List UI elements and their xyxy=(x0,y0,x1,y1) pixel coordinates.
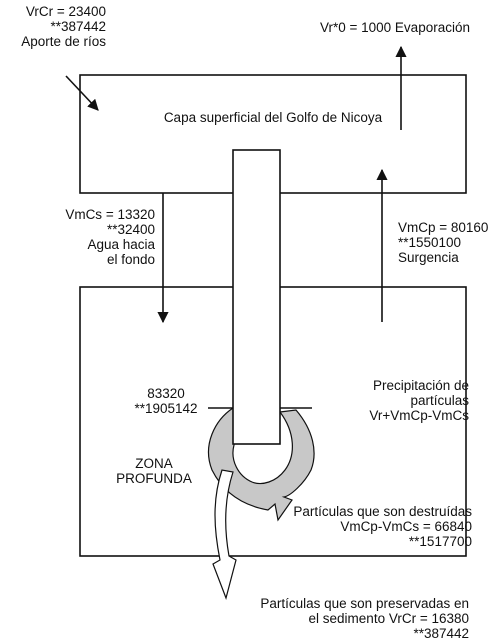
column-value-load: **1905142 xyxy=(134,401,198,416)
river-inflow-arrow xyxy=(65,75,99,111)
evaporation-label: Vr*0 = 1000 Evaporación xyxy=(320,20,470,35)
deep-zone-word-2: PROFUNDA xyxy=(116,471,192,486)
preserved-load: **387442 xyxy=(413,626,469,641)
column-value-total: 83320 xyxy=(147,386,185,401)
upwelling-caption: Surgencia xyxy=(398,250,459,265)
particle-column xyxy=(232,149,281,445)
river-inflow-label: VrCr = 23400 **387442 Aporte de ríos xyxy=(21,4,106,49)
down-flow-caption-2: el fondo xyxy=(106,252,155,267)
down-flow-volume: VmCs = 13320 xyxy=(65,207,155,222)
upwelling-volume: VmCp = 80160 xyxy=(398,220,489,235)
preserved-particles-label: Partículas que son preservadas en el sed… xyxy=(260,596,469,641)
evaporation-text: Vr*0 = 1000 Evaporación xyxy=(320,20,470,35)
down-flow-caption-1: Agua hacia xyxy=(87,237,155,252)
precipitation-formula: Vr+VmCp-VmCs xyxy=(369,408,469,423)
down-flow-load: **32400 xyxy=(106,222,155,237)
surface-layer-label: Capa superficial del Golfo de Nicoya xyxy=(80,110,466,125)
upwelling-label: VmCp = 80160 **1550100 Surgencia xyxy=(398,220,488,265)
preserved-caption: Partículas que son preservadas en xyxy=(260,596,469,611)
preserved-formula: el sedimento VrCr = 16380 xyxy=(308,611,469,626)
column-values-label: 83320 **1905142 xyxy=(120,386,212,416)
river-inflow-caption: Aporte de ríos xyxy=(21,34,106,49)
precipitation-caption-1: Precipitación de xyxy=(372,378,469,393)
destroyed-particles-label: Partículas que son destruídas VmCp-VmCs … xyxy=(293,504,472,549)
river-inflow-volume: VrCr = 23400 xyxy=(25,4,106,19)
deep-zone-word-1: ZONA xyxy=(135,456,173,471)
destroyed-formula: VmCp-VmCs = 66840 xyxy=(340,519,472,534)
precipitation-label: Precipitación de partículas Vr+VmCp-VmCs xyxy=(369,378,469,423)
deep-zone-label: ZONA PROFUNDA xyxy=(108,456,200,486)
surface-layer-title: Capa superficial del Golfo de Nicoya xyxy=(163,110,383,125)
down-flow-label: VmCs = 13320 **32400 Agua hacia el fondo xyxy=(65,207,155,267)
destroyed-caption: Partículas que son destruídas xyxy=(293,504,472,519)
upwelling-load: **1550100 xyxy=(398,235,462,250)
destroyed-load: **1517700 xyxy=(408,534,472,549)
precipitation-caption-2: partículas xyxy=(410,393,469,408)
river-inflow-load: **387442 xyxy=(50,19,106,34)
preservation-arrow-band xyxy=(212,469,237,600)
